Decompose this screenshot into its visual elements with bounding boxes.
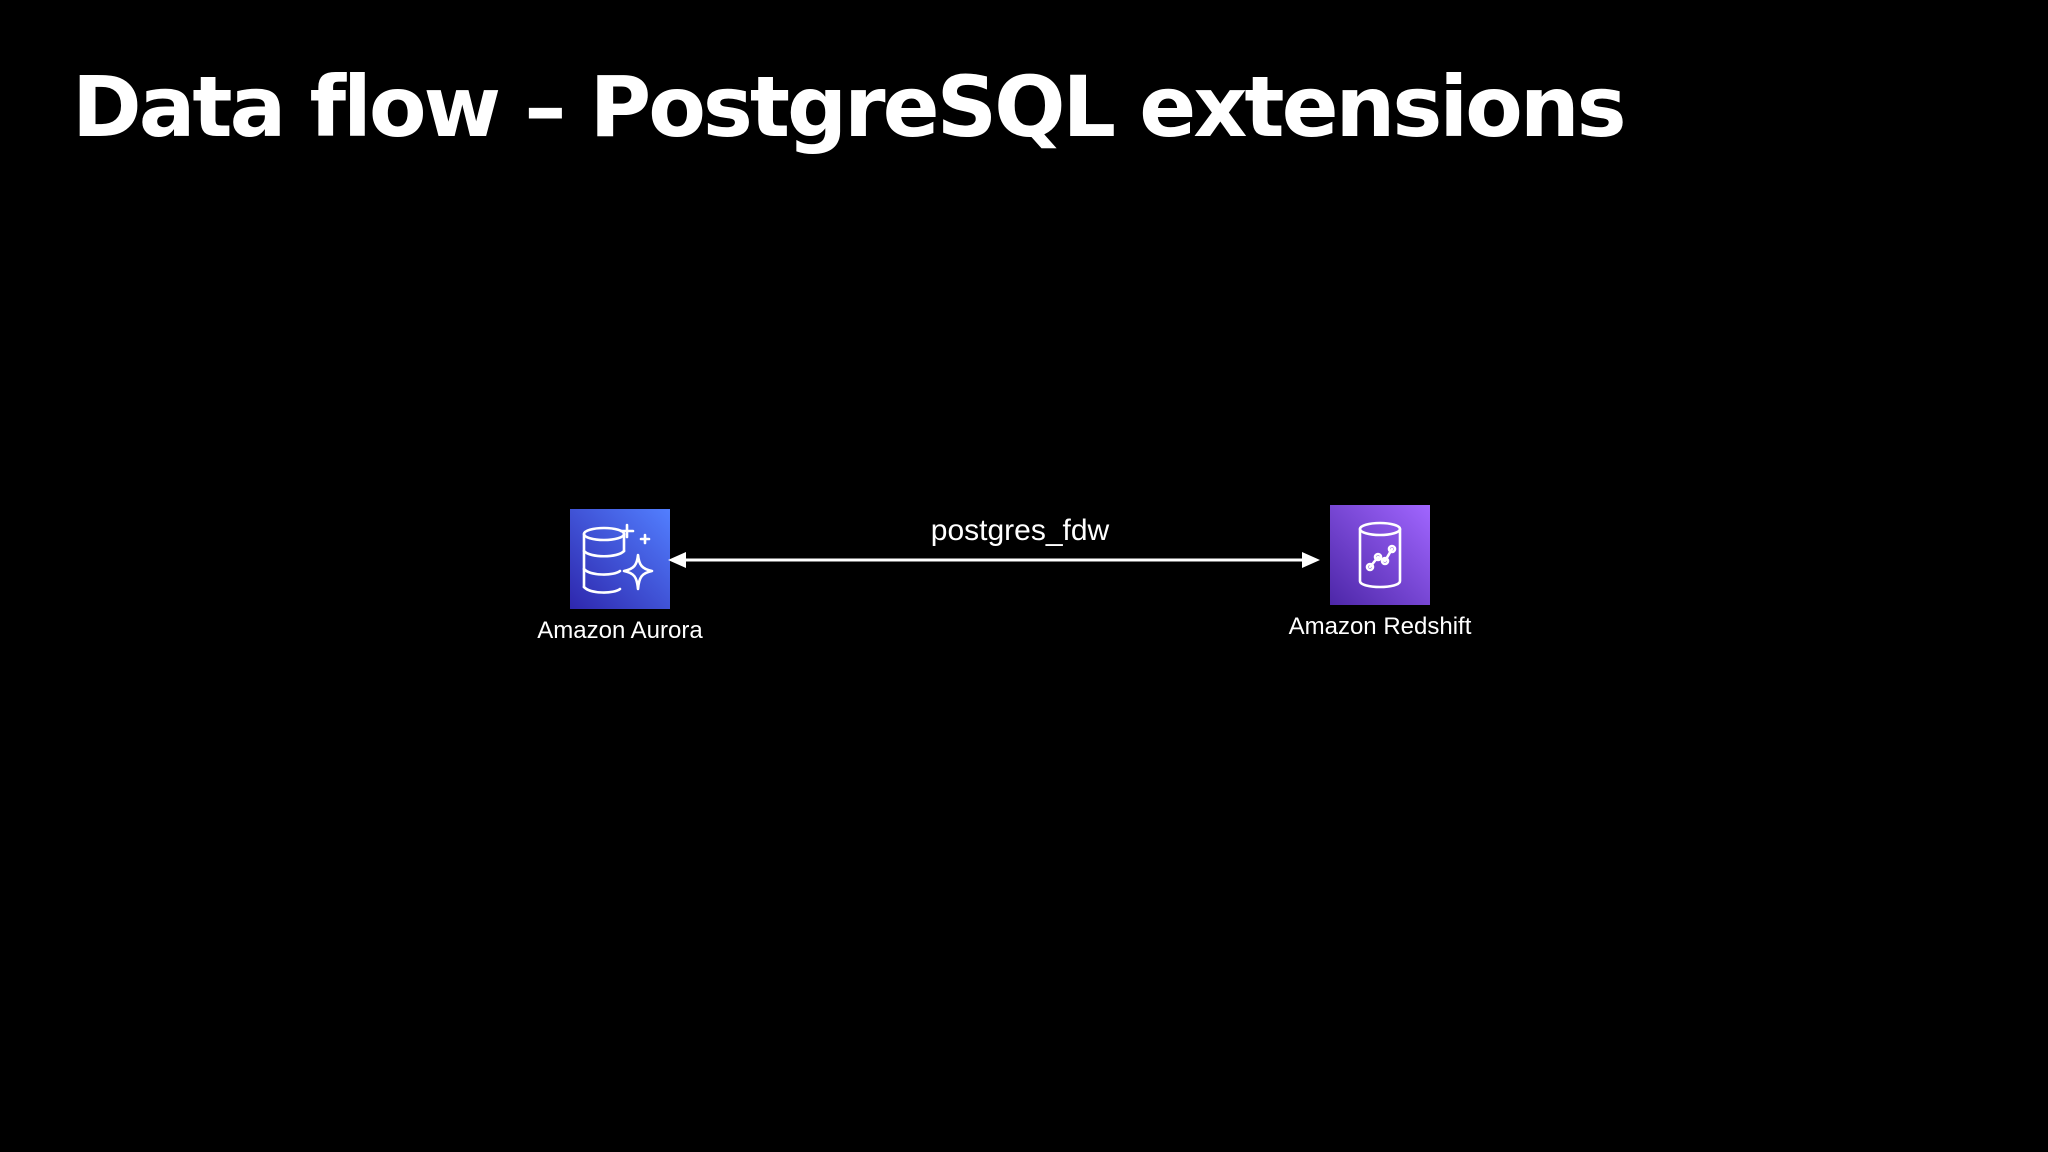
aurora-database-icon — [570, 509, 670, 609]
connector-label: postgres_fdw — [930, 514, 1110, 547]
redshift-node: Amazon Redshift — [1270, 505, 1490, 641]
aurora-label: Amazon Aurora — [537, 617, 703, 644]
arrowhead-left-icon — [668, 552, 686, 568]
redshift-database-icon — [1330, 505, 1430, 605]
redshift-label: Amazon Redshift — [1288, 613, 1472, 640]
bidirectional-arrow — [668, 552, 1320, 568]
slide-title: Data flow – PostgreSQL extensions — [72, 58, 1627, 156]
arrowhead-right-icon — [1302, 552, 1320, 568]
aurora-node: Amazon Aurora — [520, 509, 720, 645]
